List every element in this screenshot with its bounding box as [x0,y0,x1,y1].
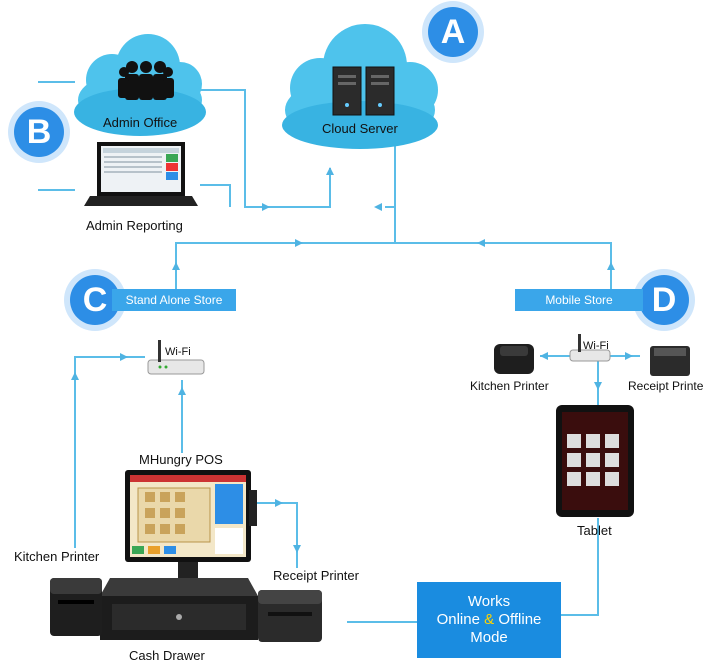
arrowheads [71,167,633,553]
cash-drawer-label: Cash Drawer [129,648,205,663]
works-offline: Offline [498,611,542,628]
wifi-router-right-icon [569,334,611,362]
tablet-label: Tablet [577,523,612,538]
badge-a: A [428,7,478,57]
kitchen-printer-left-label: Kitchen Printer [14,549,100,564]
wifi-router-left-icon [147,340,205,375]
receipt-printer-left-label: Receipt Printer [273,568,359,583]
stand-alone-store-bar: Stand Alone Store [112,289,236,311]
badge-c: C [70,275,120,325]
works-online-offline-box: Works Online & Offline Mode [417,582,561,658]
works-line2: Online & Offline [417,611,561,629]
works-amp: & [484,611,495,628]
cloud-server-label: Cloud Server [322,121,398,136]
wifi-left-label: Wi-Fi [165,346,191,358]
receipt-printer-right-icon [650,346,690,376]
wifi-right-label: Wi-Fi [583,340,609,352]
receipt-printer-left-icon [258,590,322,642]
badge-d: D [639,275,689,325]
admin-office-label: Admin Office [103,115,178,130]
works-line3: Mode [470,629,508,646]
badge-b: B [14,107,64,157]
admin-reporting-label: Admin Reporting [86,218,183,233]
tablet-icon [556,405,634,517]
kitchen-printer-left-icon [50,578,102,636]
works-line1: Works [467,593,511,610]
server-icon [332,66,395,116]
laptop-icon [84,142,198,206]
kitchen-printer-right-icon [494,344,534,374]
receipt-printer-right-label: Receipt Printe [628,379,704,393]
people-icon [118,61,174,100]
works-online: Online [436,611,480,628]
mhungry-pos-label: MHungry POS [139,452,223,467]
cash-drawer-icon [100,578,258,640]
pos-terminal-icon [125,470,257,580]
kitchen-printer-right-label: Kitchen Printer [470,379,549,393]
mobile-store-bar: Mobile Store [515,289,643,311]
